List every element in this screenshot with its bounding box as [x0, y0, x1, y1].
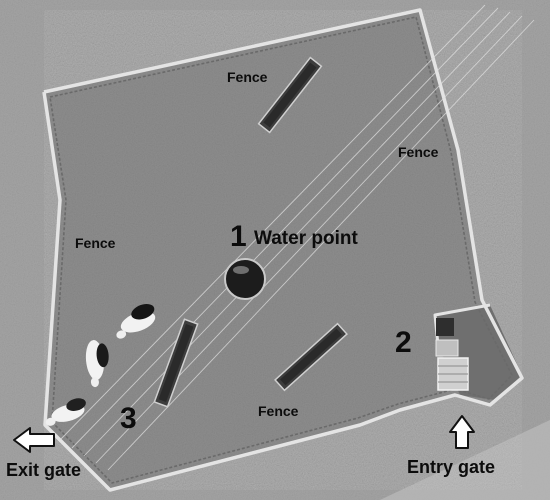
entry-platform [435, 318, 469, 391]
trough-top [257, 56, 323, 134]
water-point-label: Water point [254, 228, 358, 249]
trough-bottom [274, 322, 348, 392]
point-2-number: 2 [395, 326, 412, 359]
point-3-number: 3 [120, 402, 137, 435]
fence-label-top: Fence [227, 69, 268, 85]
water-point [224, 258, 266, 300]
arrow-left-icon [13, 427, 55, 453]
paddock-ground [44, 10, 522, 490]
cattle-group [45, 303, 156, 426]
exit-gate-label: Exit gate [6, 460, 82, 480]
cow-3 [45, 398, 86, 426]
point-1-number: 1 [230, 220, 247, 253]
track [380, 420, 550, 500]
fence-label-left: Fence [75, 235, 116, 251]
fence-label-bottom: Fence [258, 403, 299, 419]
fence-label-right: Fence [398, 144, 439, 160]
arrow-up-icon [449, 415, 475, 449]
entry-gate-label: Entry gate [407, 457, 496, 477]
trough-left [153, 318, 199, 408]
overhead-wires [59, 4, 535, 471]
cow-1 [116, 303, 156, 339]
cow-2 [85, 340, 109, 388]
